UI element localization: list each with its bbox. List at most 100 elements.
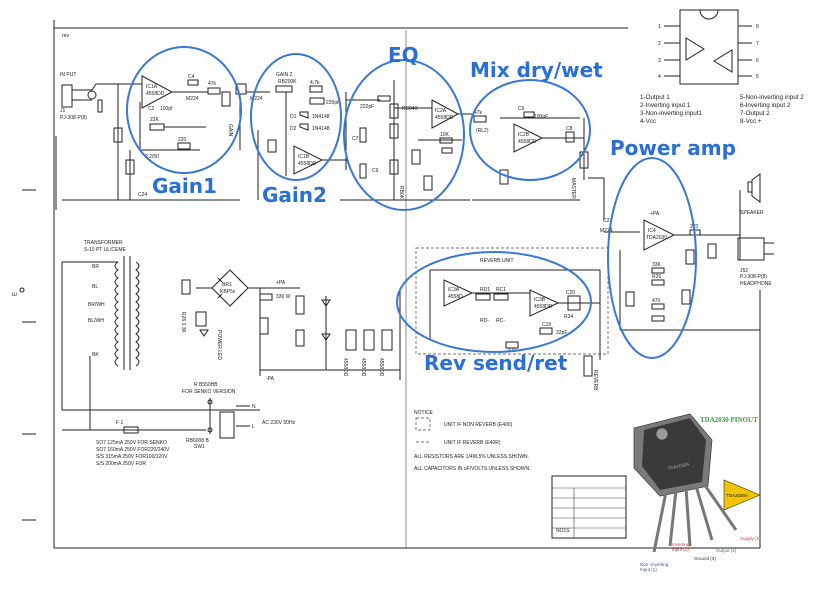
annotation-ellipses: [126, 46, 697, 359]
svg-text:IC2A: IC2A: [435, 108, 447, 114]
svg-text:4.7k: 4.7k: [310, 80, 320, 86]
svg-text:BL/WH: BL/WH: [88, 318, 104, 324]
svg-text:C8: C8: [566, 126, 573, 132]
svg-text:RC1: RC1: [496, 287, 506, 293]
opamp-pinout-drawing: 1 2 3 4 8 7 6 5: [658, 9, 759, 85]
power-supply-section: TRANSFORMER S-10 PT UL/CEME BR BL BR/WH …: [61, 240, 401, 430]
svg-text:4558DD: 4558DD: [146, 91, 165, 97]
tda-supply: Supply (5): [740, 536, 761, 541]
gain2-label: GAIN 2: [276, 72, 293, 78]
svg-text:C7: C7: [352, 136, 359, 142]
mix-ellipse: [469, 79, 591, 181]
pin-1: 1-Output 1: [640, 94, 670, 101]
svg-text:1N4148: 1N4148: [312, 126, 330, 132]
svg-text:BR/WH: BR/WH: [88, 302, 105, 308]
svg-text:RB200K: RB200K: [278, 79, 297, 85]
svg-text:C20: C20: [566, 290, 575, 296]
svg-text:3: 3: [658, 58, 661, 64]
svg-text:L: L: [252, 424, 255, 430]
tda-title: TDA2030 PINOUT: [700, 416, 758, 424]
power-amp-label: Power amp: [610, 136, 736, 160]
opamp-pinout-list: 1-Output 1 2-Inverting input 1 3-Non-inv…: [640, 94, 804, 125]
eq-stage: 222pF RB04K RB0K C9 C7 IC2A 4558DD 10K: [340, 80, 472, 201]
svg-text:S-10 PT UL/CEME: S-10 PT UL/CEME: [84, 247, 127, 253]
svg-text:1: 1: [658, 24, 661, 30]
annotation-labels: Gain1 Gain2 EQ Mix dry/wet Power amp Rev…: [152, 43, 736, 375]
pin-4: 4-Vcc: [640, 118, 656, 125]
svg-text:220pF: 220pF: [326, 100, 340, 106]
svg-text:PJ-308-P(8): PJ-308-P(8): [740, 274, 767, 280]
svg-text:GAIN: GAIN: [227, 124, 233, 137]
svg-text:4558DD: 4558DD: [435, 115, 454, 121]
svg-text:KBP5x: KBP5x: [220, 289, 236, 295]
pin-2: 2-Inverting input 1: [640, 102, 691, 109]
svg-text:REVERB: REVERB: [592, 370, 598, 391]
svg-text:2.2/50: 2.2/50: [145, 154, 159, 160]
power-amp-stage: C27 M274 IC4 TDA2030 +PA 270 33K R26 470…: [588, 173, 774, 548]
tda-chip-label: TDA2030A: [726, 493, 748, 498]
svg-text:IC2B: IC2B: [518, 132, 530, 138]
gain2-stage: M224 GAIN 2 RB200K 4.7k 220pF IC1B 4558D…: [246, 72, 347, 200]
svg-text:R B550HB: R B550HB: [194, 382, 218, 388]
svg-text:5: 5: [756, 74, 759, 80]
svg-text:4558DD: 4558DD: [360, 358, 366, 377]
svg-text:4558DD: 4558DD: [342, 358, 348, 377]
fuse-note-2: SO7 160mA 250V FOR220/240V: [96, 447, 170, 453]
pin-5: 5-Non-inverting input 2: [740, 94, 804, 101]
svg-text:RD1: RD1: [480, 287, 490, 293]
notice-caps: ALL CAPACITORS IN uF/VOLTS UNLESS SHOWN.: [414, 466, 531, 472]
sheet-border: rev: [53, 20, 760, 549]
svg-text:C19: C19: [542, 322, 551, 328]
svg-text:BR: BR: [92, 264, 99, 270]
tda-chip-marking: TDA2030A: [667, 462, 690, 471]
speaker-label: SPEAKER: [740, 210, 764, 216]
svg-text:RB04K: RB04K: [402, 106, 419, 112]
eq-label: EQ: [388, 43, 419, 67]
power-amp-ellipse: [607, 157, 697, 359]
svg-text:220: 220: [178, 137, 187, 143]
svg-text:BR1: BR1: [222, 282, 232, 288]
svg-text:4558DD: 4558DD: [298, 161, 317, 167]
svg-text:F 1: F 1: [116, 420, 123, 426]
senko-label: FOR SENKO VERSION: [182, 389, 236, 395]
rev-label: Rev send/ret: [424, 351, 568, 375]
notice-title: NOTICE: [414, 410, 434, 416]
svg-text:RD-: RD-: [480, 318, 489, 324]
notice-unit-nonrev: UNIT IF NON REVERB (E400): [444, 422, 513, 428]
svg-text:C24: C24: [138, 192, 147, 198]
svg-text:+PA: +PA: [650, 211, 660, 217]
svg-text:IC3A: IC3A: [448, 287, 460, 293]
mix-label: Mix dry/wet: [470, 58, 603, 82]
svg-text:22K: 22K: [150, 117, 160, 123]
svg-text:22pF: 22pF: [556, 330, 567, 336]
svg-text:J52: J52: [740, 268, 748, 274]
notice-unit-rev: UNIT IF REVERB (E40R): [444, 440, 501, 446]
svg-text:470: 470: [652, 298, 661, 304]
svg-text:4: 4: [658, 74, 661, 80]
gain1-ellipse: [126, 46, 242, 174]
svg-text:10K: 10K: [440, 132, 450, 138]
svg-text:2: 2: [658, 41, 661, 47]
reverb-section: REVERB UNIT IC3A 4558D IC3B 4558DD RD1 R…: [415, 247, 609, 391]
svg-text:J1: J1: [60, 108, 66, 114]
svg-text:1N4148: 1N4148: [312, 114, 330, 120]
gain2-ellipse: [250, 53, 342, 181]
title-block: NO1S: [551, 475, 627, 539]
fuse-note-3: S/S 315mA 250V FOR100/120V: [96, 454, 168, 460]
svg-text:100pF: 100pF: [534, 114, 548, 120]
pin-3: 3-Non-inverting input1: [640, 110, 702, 117]
svg-text:RB6008 B: RB6008 B: [186, 438, 209, 444]
svg-text:47k: 47k: [208, 81, 217, 87]
svg-text:RB0K: RB0K: [398, 186, 404, 200]
notice-block: NOTICE UNIT IF NON REVERB (E400) UNIT IF…: [414, 410, 531, 472]
rev-ellipse: [396, 251, 592, 353]
svg-text:IC3B: IC3B: [534, 297, 546, 303]
svg-text:C2: C2: [148, 106, 155, 112]
pin-8: 8-Vcc +: [740, 118, 762, 125]
svg-text:NO1S: NO1S: [556, 528, 570, 534]
svg-text:BK: BK: [92, 352, 99, 358]
pin-7: 7-Output 2: [740, 110, 770, 117]
svg-text:AC 230V 50Hz: AC 230V 50Hz: [262, 420, 296, 426]
